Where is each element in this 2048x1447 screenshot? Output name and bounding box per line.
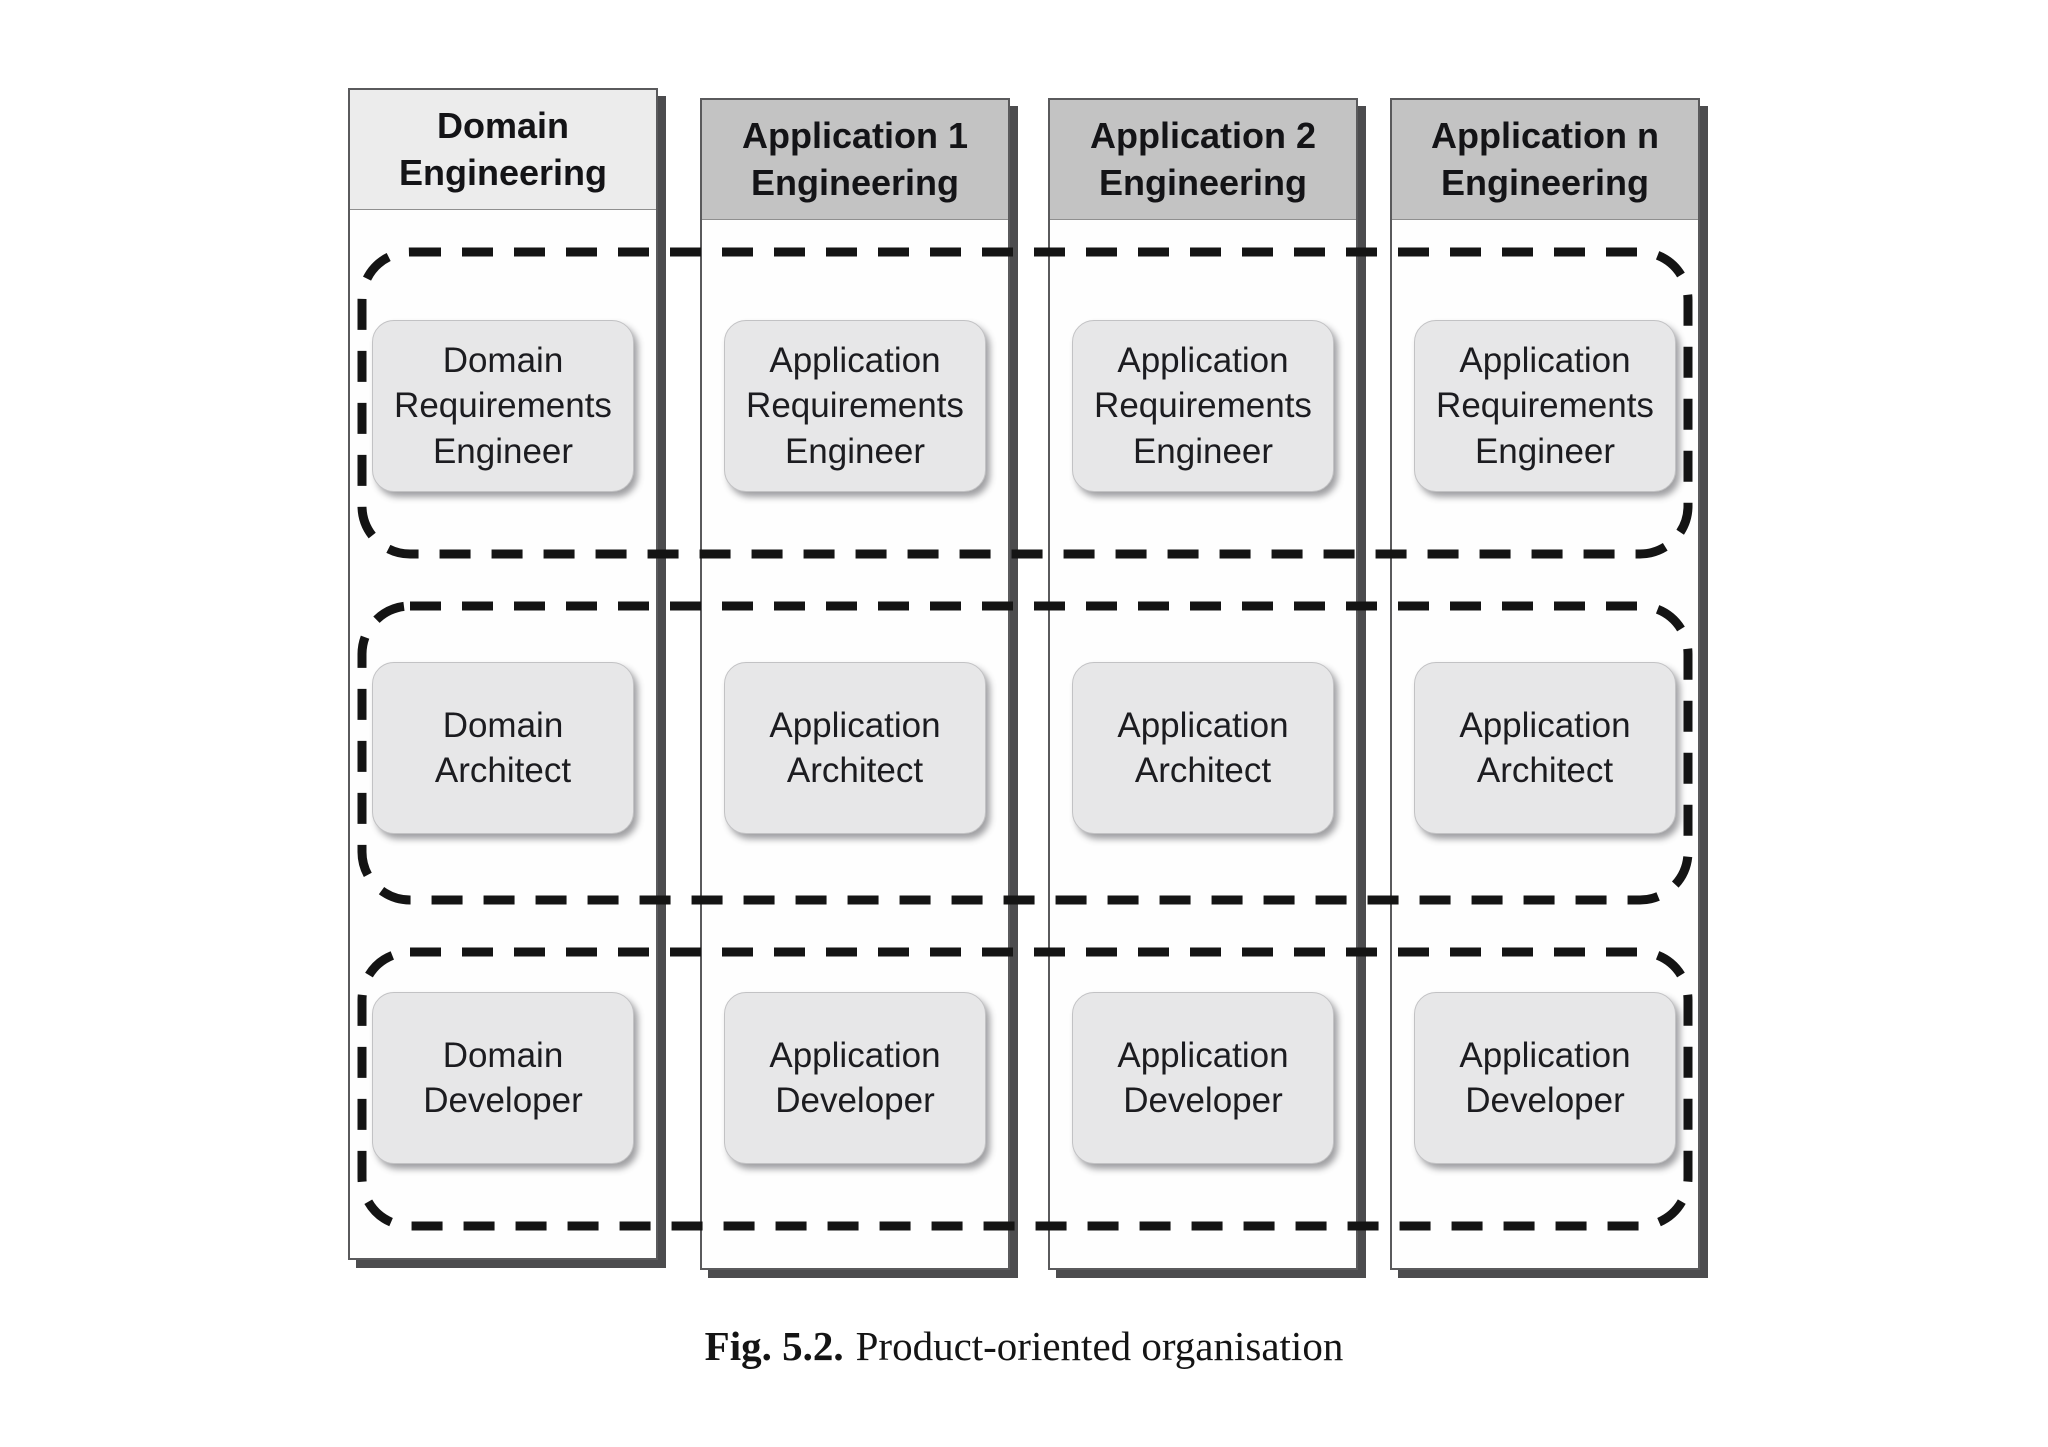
column-header: Application 1 Engineering <box>702 100 1008 220</box>
role-box-domain-architect: Domain Architect <box>372 662 634 834</box>
role-box-application-requirements-engineer: Application Requirements Engineer <box>1414 320 1676 492</box>
role-box-application-developer: Application Developer <box>1072 992 1334 1164</box>
role-box-domain-requirements-engineer: Domain Requirements Engineer <box>372 320 634 492</box>
role-box-application-developer: Application Developer <box>1414 992 1676 1164</box>
role-box-application-architect: Application Architect <box>1072 662 1334 834</box>
role-box-application-architect: Application Architect <box>1414 662 1676 834</box>
column-header: Domain Engineering <box>350 90 656 210</box>
role-box-domain-developer: Domain Developer <box>372 992 634 1164</box>
column-application-1-engineering: Application 1 Engineering Application Re… <box>700 98 1010 1270</box>
caption-number: Fig. 5.2. <box>704 1323 844 1369</box>
column-application-n-engineering: Application n Engineering Application Re… <box>1390 98 1700 1270</box>
role-box-application-architect: Application Architect <box>724 662 986 834</box>
role-box-application-requirements-engineer: Application Requirements Engineer <box>1072 320 1334 492</box>
column-header: Application n Engineering <box>1392 100 1698 220</box>
role-box-application-requirements-engineer: Application Requirements Engineer <box>724 320 986 492</box>
role-box-application-developer: Application Developer <box>724 992 986 1164</box>
column-header: Application 2 Engineering <box>1050 100 1356 220</box>
figure-caption: Fig. 5.2.Product-oriented organisation <box>0 1322 2048 1370</box>
column-application-2-engineering: Application 2 Engineering Application Re… <box>1048 98 1358 1270</box>
caption-text: Product-oriented organisation <box>855 1323 1344 1369</box>
column-domain-engineering: Domain Engineering Domain Requirements E… <box>348 88 658 1260</box>
